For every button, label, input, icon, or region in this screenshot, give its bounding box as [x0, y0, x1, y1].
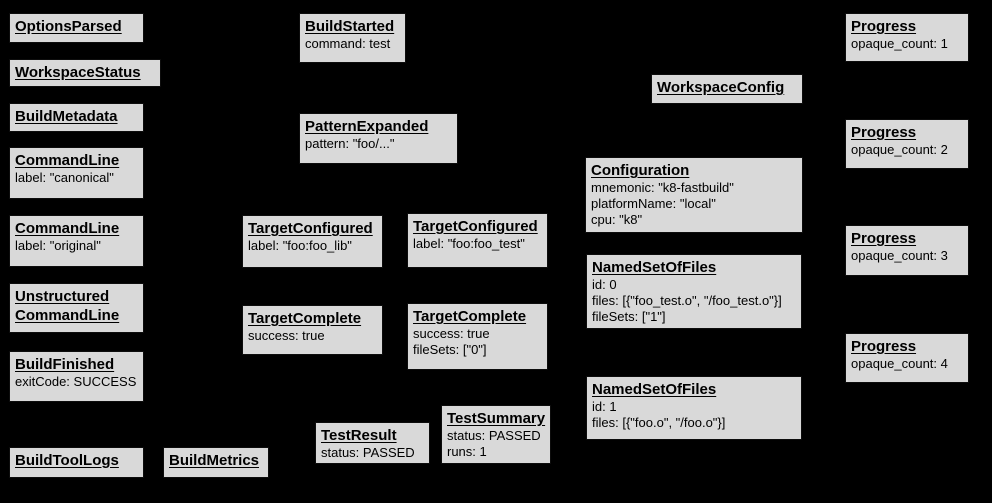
node-attribute: fileSets: ["0"] — [413, 342, 487, 357]
node-title: TestResult — [321, 427, 397, 444]
node-title: NamedSetOfFiles — [592, 259, 717, 276]
node-title: Progress — [851, 338, 917, 355]
node-attribute: status: PASSED — [447, 428, 541, 443]
node-attribute: opaque_count: 1 — [851, 36, 948, 51]
node-progress-3: Progress opaque_count: 3 — [845, 225, 969, 276]
node-attribute: status: PASSED — [321, 445, 415, 460]
node-attribute: opaque_count: 2 — [851, 142, 948, 157]
node-buildtoollogs: BuildToolLogs — [9, 447, 144, 478]
node-title: OptionsParsed — [15, 18, 122, 35]
node-title: Progress — [851, 18, 917, 35]
node-progress-2: Progress opaque_count: 2 — [845, 119, 969, 169]
node-namedsetoffiles-1: NamedSetOfFiles id: 1 files: [{"foo.o", … — [586, 376, 802, 440]
node-testresult: TestResult status: PASSED — [315, 422, 430, 464]
node-title: BuildToolLogs — [15, 452, 119, 469]
node-unstructuredcommandline: Unstructured CommandLine — [9, 283, 144, 333]
node-patternexpanded: PatternExpanded pattern: "foo/..." — [299, 113, 458, 164]
node-title: TargetComplete — [248, 310, 362, 327]
node-optionsparsed: OptionsParsed — [9, 13, 144, 43]
node-commandline-original: CommandLine label: "original" — [9, 215, 144, 267]
node-attribute: platformName: "local" — [591, 196, 716, 211]
node-title: Unstructured — [15, 288, 110, 305]
node-buildfinished: BuildFinished exitCode: SUCCESS — [9, 351, 144, 402]
node-title: TargetConfigured — [413, 218, 538, 235]
node-title: CommandLine — [15, 307, 120, 324]
node-title: TargetConfigured — [248, 220, 373, 237]
node-attribute: label: "original" — [15, 238, 101, 253]
node-buildmetadata: BuildMetadata — [9, 103, 144, 132]
node-title: BuildMetrics — [169, 452, 260, 469]
node-namedsetoffiles-0: NamedSetOfFiles id: 0 files: [{"foo_test… — [586, 254, 802, 329]
node-title: TestSummary — [447, 410, 546, 427]
node-attribute: files: [{"foo.o", "/foo.o"}] — [592, 415, 726, 430]
node-attribute: cpu: "k8" — [591, 212, 643, 227]
node-targetcomplete-foo-lib: TargetComplete success: true — [242, 305, 383, 355]
node-attribute: exitCode: SUCCESS — [15, 374, 137, 389]
node-targetcomplete-foo-test: TargetComplete success: true fileSets: [… — [407, 303, 548, 370]
node-progress-1: Progress opaque_count: 1 — [845, 13, 969, 62]
node-title: BuildStarted — [305, 18, 395, 35]
node-attribute: opaque_count: 3 — [851, 248, 948, 263]
node-buildmetrics: BuildMetrics — [163, 447, 269, 478]
node-attribute: opaque_count: 4 — [851, 356, 948, 371]
node-buildstarted: BuildStarted command: test — [299, 13, 406, 63]
node-title: NamedSetOfFiles — [592, 381, 717, 398]
node-title: Configuration — [591, 162, 690, 179]
node-title: WorkspaceConfig — [657, 79, 785, 96]
node-title: Progress — [851, 230, 917, 247]
node-attribute: runs: 1 — [447, 444, 487, 459]
node-attribute: fileSets: ["1"] — [592, 309, 666, 324]
node-attribute: files: [{"foo_test.o", "/foo_test.o"}] — [592, 293, 782, 308]
node-title: CommandLine — [15, 220, 120, 237]
node-title: PatternExpanded — [305, 118, 429, 135]
node-title: Progress — [851, 124, 917, 141]
node-attribute: id: 1 — [592, 399, 617, 414]
node-attribute: command: test — [305, 36, 391, 51]
node-attribute: success: true — [248, 328, 325, 343]
node-testsummary: TestSummary status: PASSED runs: 1 — [441, 405, 551, 464]
node-title: BuildFinished — [15, 356, 115, 373]
node-progress-4: Progress opaque_count: 4 — [845, 333, 969, 383]
node-targetconfigured-foo-lib: TargetConfigured label: "foo:foo_lib" — [242, 215, 383, 268]
node-workspaceconfig: WorkspaceConfig — [651, 74, 803, 104]
node-attribute: label: "foo:foo_lib" — [248, 238, 352, 253]
node-attribute: pattern: "foo/..." — [305, 136, 395, 151]
node-attribute: mnemonic: "k8-fastbuild" — [591, 180, 734, 195]
node-attribute: label: "canonical" — [15, 170, 114, 185]
node-targetconfigured-foo-test: TargetConfigured label: "foo:foo_test" — [407, 213, 548, 268]
node-attribute: label: "foo:foo_test" — [413, 236, 525, 251]
node-title: CommandLine — [15, 152, 120, 169]
node-title: TargetComplete — [413, 308, 527, 325]
node-title: WorkspaceStatus — [15, 64, 141, 81]
node-workspacestatus: WorkspaceStatus — [9, 59, 161, 87]
node-attribute: success: true — [413, 326, 490, 341]
node-configuration: Configuration mnemonic: "k8-fastbuild" p… — [585, 157, 803, 233]
node-commandline-canonical: CommandLine label: "canonical" — [9, 147, 144, 199]
node-attribute: id: 0 — [592, 277, 617, 292]
node-title: BuildMetadata — [15, 108, 118, 125]
